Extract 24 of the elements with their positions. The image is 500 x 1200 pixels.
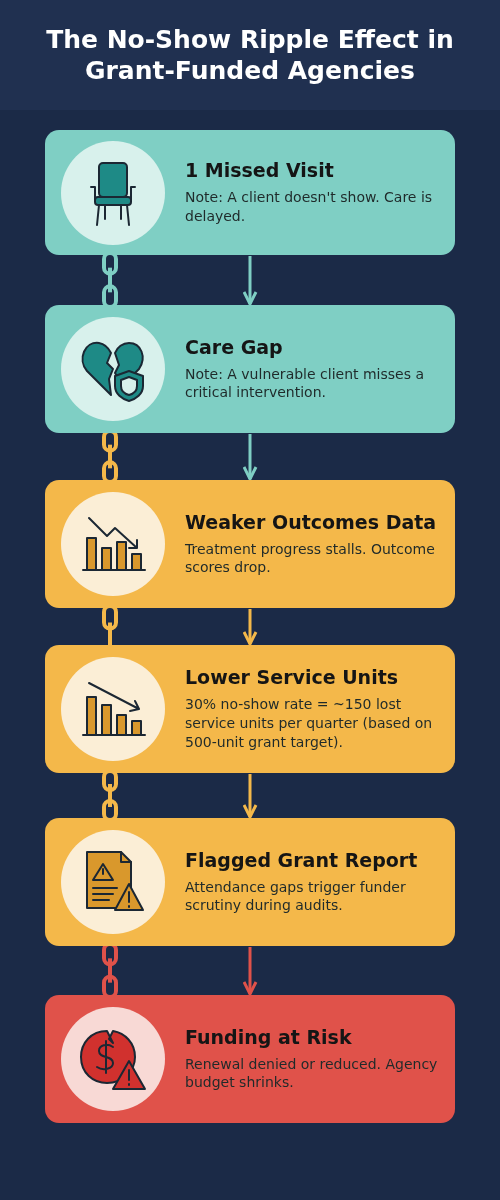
step-card	[45, 818, 455, 946]
step-card	[45, 645, 455, 773]
step-title: Funding at Risk	[185, 1025, 353, 1049]
arrow	[242, 256, 258, 306]
step-title: Lower Service Units	[185, 666, 400, 690]
step-title: Care Gap	[185, 335, 284, 359]
step-card	[45, 480, 455, 608]
step-note: Renewal denied or reduced. Agency budget shrinks.	[185, 1054, 439, 1093]
step-title: Weaker Outcomes Data	[185, 510, 438, 534]
step-note: 30% no-show rate = ~150 lost service units per quarter (based on 500-unit grant target).	[185, 695, 434, 752]
step-card	[45, 995, 455, 1123]
step-note: Note: A vulnerable client misses a critical intervention.	[185, 364, 425, 403]
step-title: 1 Missed Visit	[185, 159, 335, 182]
arrow	[242, 609, 258, 646]
step-note: Attendance gaps trigger funder scrutiny during audits.	[185, 877, 407, 916]
step-note: Treatment progress stalls. Outcome scores drop.	[185, 539, 436, 578]
arrow	[242, 947, 258, 996]
step-note: Note: A client doesn't show. Care is delayed.	[185, 188, 434, 226]
step-card	[45, 305, 455, 433]
title: The No-Show Ripple Effect in Grant-Funded Agencies	[45, 23, 455, 87]
step-title: Flagged Grant Report	[185, 848, 419, 872]
arrow	[242, 774, 258, 819]
arrow	[242, 434, 258, 481]
step-card	[45, 130, 455, 255]
